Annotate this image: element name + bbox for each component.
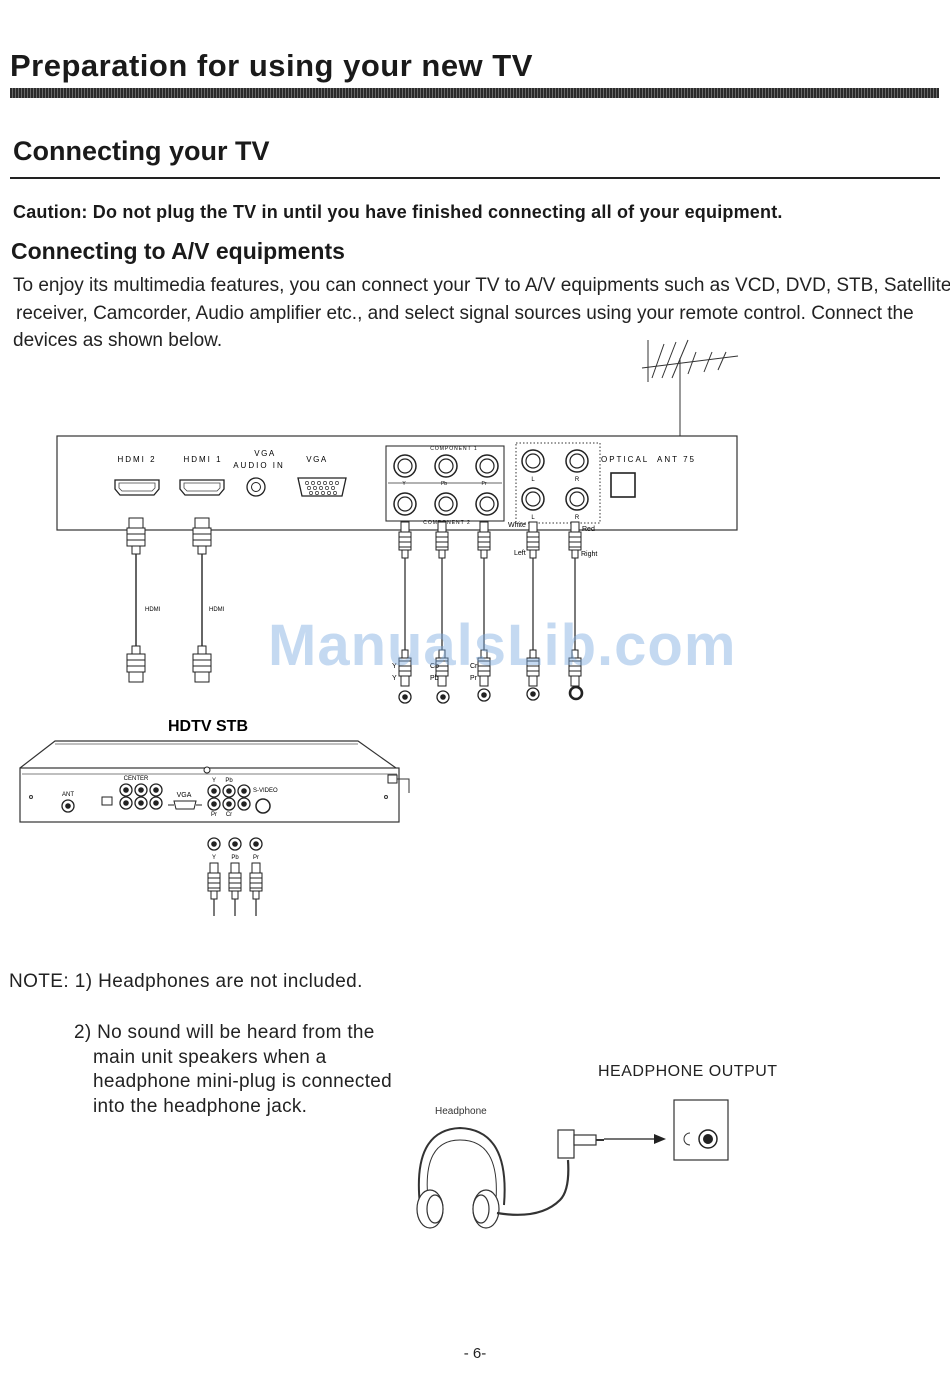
headphone-symbol-icon: [683, 1132, 691, 1146]
stb-out-pb-label: Pb: [231, 855, 239, 861]
intro-paragraph: To enjoy its multimedia features, you ca…: [13, 272, 950, 355]
device-jack-pb: [436, 690, 450, 704]
comp2-y-jack: [393, 492, 417, 516]
hdmi1-port: [179, 479, 225, 496]
intro-line-1: To enjoy its multimedia features, you ca…: [13, 275, 950, 296]
comp1-y-jack: [393, 454, 417, 478]
audio1-r-jack: [565, 449, 589, 473]
stb-vga-label: VGA: [177, 792, 192, 799]
headphone-label: Headphone: [435, 1106, 487, 1117]
vga-label: VGA: [306, 455, 327, 464]
vga-audio-label-2: AUDIO IN: [233, 461, 285, 470]
stb-svideo-label: S-VIDEO: [253, 788, 278, 794]
right-label: Right: [581, 551, 597, 558]
vga-audio-label-1: VGA: [254, 449, 275, 458]
caution-text: Caution: Do not plug the TV in until you…: [13, 202, 783, 222]
audio2-r-label: R: [575, 515, 580, 521]
note-2-line-3: headphone mini-plug is connected: [93, 1071, 393, 1092]
hdmi1-label: HDMI 1: [183, 455, 222, 464]
title-underline-bar: [10, 88, 939, 98]
plug-y-label: Y: [392, 663, 397, 670]
comp2-pr-jack: [475, 492, 499, 516]
stb-pr-label: Pr: [211, 812, 217, 818]
device-jack-left: [526, 687, 540, 701]
audio2-l-jack: [521, 487, 545, 511]
page-title: Preparation for using your new TV: [10, 48, 533, 83]
hdmi-cable-label-b: HDMI: [209, 607, 225, 613]
red-label: Red: [582, 526, 595, 533]
section-rule: [10, 177, 940, 179]
audio1-r-label: R: [575, 477, 580, 483]
comp-y-label: Y: [402, 481, 406, 487]
audio1-l-jack: [521, 449, 545, 473]
comp1-pb-jack: [434, 454, 458, 478]
note-1: NOTE: 1) Headphones are not included.: [9, 971, 363, 992]
audio2-l-label: L: [531, 515, 535, 521]
stb-out-pb-jack: [228, 837, 242, 851]
stb-title: HDTV STB: [168, 718, 248, 735]
hdmi-cable-label-a: HDMI: [145, 607, 161, 613]
subsection-heading: Connecting to A/V equipments: [11, 238, 345, 264]
note-2-line-4: into the headphone jack.: [93, 1095, 308, 1117]
device-jack-right: [568, 685, 584, 701]
component2-label: COMPONENT 2: [423, 520, 471, 526]
audio1-l-label: L: [531, 477, 535, 483]
component1-label: COMPONENT 1: [430, 446, 478, 452]
note-2-line-1: 2) No sound will be heard from the: [74, 1022, 375, 1043]
headphone-output-panel: [673, 1099, 729, 1161]
note-2-line-2: main unit speakers when a: [93, 1046, 327, 1068]
left-label: Left: [514, 550, 526, 557]
headphone-output-label: HEADPHONE OUTPUT: [598, 1063, 778, 1080]
device-jack-y: [398, 690, 412, 704]
optical-port: [610, 472, 636, 498]
hdmi2-port: [114, 479, 160, 496]
comp2-pb-jack: [434, 492, 458, 516]
stb-pb-label: Pb: [225, 778, 233, 784]
stb-out-pr-jack: [249, 837, 263, 851]
hdmi2-label: HDMI 2: [117, 455, 156, 464]
hdmi-plug-top-b: [192, 517, 212, 555]
stb-cr-label: Cr: [226, 812, 232, 818]
stb-out-y-jack: [207, 837, 221, 851]
plug-cb-label: Cb: [430, 663, 439, 670]
arrow-icon: [654, 1134, 666, 1144]
audio-group: [515, 442, 601, 524]
stb-ant-jack: [61, 799, 75, 813]
comp-pr-label: Pr: [482, 481, 487, 487]
hdmi-plug-bottom-a: [126, 645, 146, 683]
white-label: White: [508, 522, 526, 529]
stb-ant-label: ANT: [62, 792, 74, 798]
component-group: [385, 445, 505, 522]
device-jack-pr: [477, 688, 491, 702]
comp-pb-label: Pb: [441, 481, 447, 487]
rca-cables: [398, 521, 582, 687]
hdmi-plug-top-a: [126, 517, 146, 555]
plug-cr-label: Cr: [470, 663, 478, 670]
hdmi-plug-bottom-b: [192, 645, 212, 683]
headphone-icon: [416, 1126, 604, 1229]
plug-pb-label: Pb: [430, 675, 439, 682]
watermark: ManualsLib.com: [268, 613, 737, 678]
plug-y2-label: Y: [392, 675, 397, 682]
plug-pr-label: Pr: [470, 675, 478, 682]
stb-out-pr-label: Pr: [253, 855, 259, 861]
audio2-r-jack: [565, 487, 589, 511]
stb-svideo-port: [255, 798, 271, 814]
page-number: - 6-: [463, 1345, 487, 1362]
stb-center-label: CENTER: [124, 776, 149, 782]
optical-label: OPTICAL: [601, 455, 649, 464]
section-title: Connecting your TV: [13, 136, 270, 166]
intro-line-2: receiver, Camcorder, Audio amplifier etc…: [16, 302, 914, 324]
comp1-pr-jack: [475, 454, 499, 478]
ant-label: ANT 75: [657, 455, 696, 464]
stb-out-y-label: Y: [212, 855, 216, 861]
stb-y-label: Y: [212, 778, 216, 784]
intro-line-3: devices as shown below.: [13, 330, 223, 351]
note-2: 2) No sound will be heard from the main …: [74, 1021, 404, 1119]
